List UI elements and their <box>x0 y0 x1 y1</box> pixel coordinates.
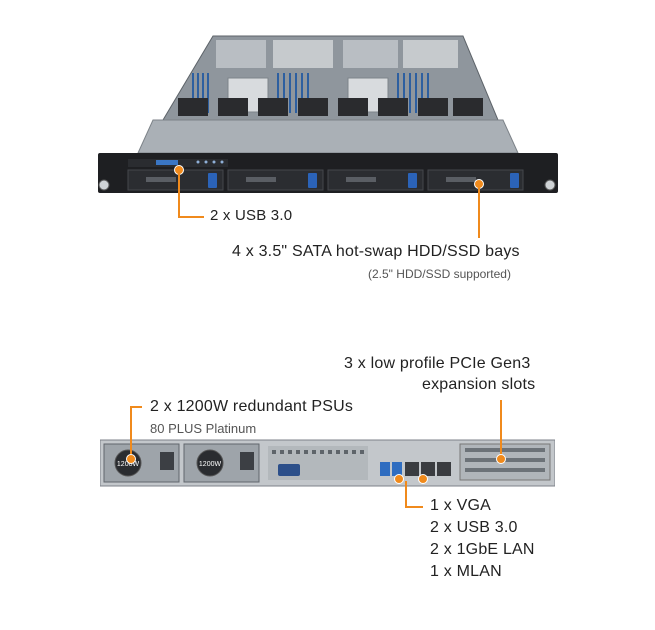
rear-io-usb: 2 x USB 3.0 <box>430 519 518 536</box>
rear-pcie-line2: expansion slots <box>422 376 536 393</box>
rear-server-svg: 1200W 1200W <box>99 439 556 487</box>
pcie-callout-line <box>500 400 502 455</box>
rear-pcie-line1: 3 x low profile PCIe Gen3 <box>344 355 531 372</box>
rear-io-lan: 2 x 1GbE LAN <box>430 541 535 558</box>
pcie-callout-dot <box>496 454 506 464</box>
front-usb-label: 2 x USB 3.0 <box>210 207 293 224</box>
rear-psu-note: 80 PLUS Platinum <box>150 421 257 436</box>
psu2-badge: 1200W <box>199 461 222 468</box>
front-bays-note: (2.5" HDD/SSD supported) <box>368 267 511 281</box>
front-bays-label: 4 x 3.5" SATA hot-swap HDD/SSD bays <box>232 243 520 260</box>
rear-server-image: 1200W 1200W <box>99 438 556 488</box>
io-callout-line-v <box>405 481 407 507</box>
psu1-badge: 1200W <box>117 461 140 468</box>
psu-callout-dot <box>126 454 136 464</box>
bays-callout-line <box>478 186 480 238</box>
rear-io-mlan: 1 x MLAN <box>430 563 502 580</box>
front-server-svg <box>98 35 558 193</box>
front-server-image <box>98 28 558 198</box>
psu-callout-line-v <box>130 406 132 454</box>
psu-callout-line-h <box>130 406 142 408</box>
rear-psu-label: 2 x 1200W redundant PSUs <box>150 398 354 415</box>
usb-callout-line-h <box>178 216 204 218</box>
io-callout-dot-vga <box>394 474 404 484</box>
io-callout-dot-lan <box>418 474 428 484</box>
io-callout-line-h <box>405 506 423 508</box>
rear-io-vga: 1 x VGA <box>430 497 491 514</box>
usb-callout-line-v <box>178 172 180 217</box>
